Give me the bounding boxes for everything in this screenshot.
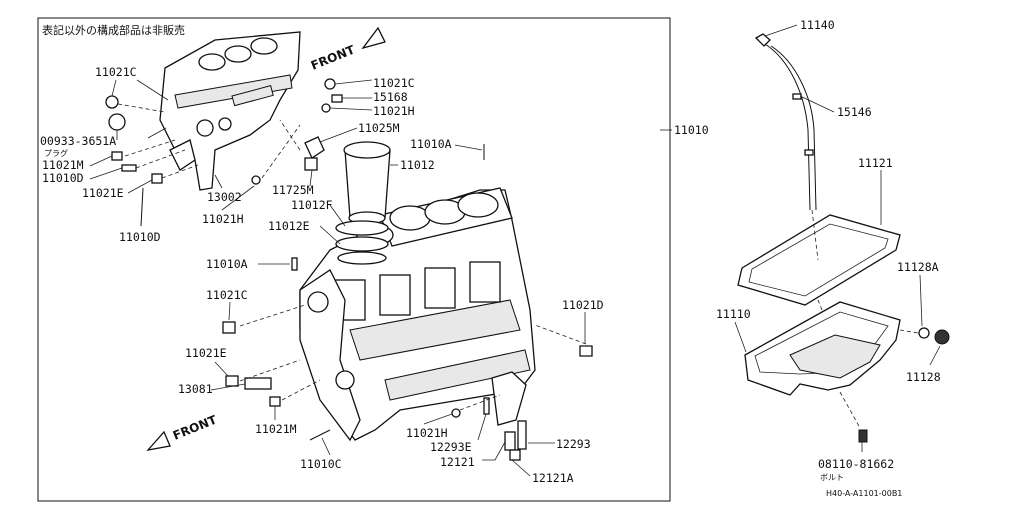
oil-pan-gasket-11121 [737, 214, 901, 306]
label-11128a: 11128A [897, 260, 939, 274]
label-12293e: 12293E [430, 440, 472, 454]
assembly-dashed-lines [117, 103, 919, 429]
pin-11010d-a [121, 164, 137, 172]
o-ring-11012e [335, 236, 389, 252]
label-15146: 15146 [837, 105, 872, 119]
label-11010d-b: 11010D [119, 230, 161, 244]
label-11012e: 11012E [268, 219, 310, 233]
pin-11021m-b [269, 396, 281, 407]
plug-11021h-b [251, 175, 261, 185]
bearing-cap-12293 [483, 371, 527, 461]
label-13002: 13002 [207, 190, 242, 204]
front-arrow-top-label: FRONT [309, 42, 358, 72]
label-00933-3651a: 00933-3651A [40, 134, 116, 148]
parts-note: 表記以外の構成部品は非販売 [42, 23, 185, 37]
pin-11021m-a [111, 151, 123, 161]
front-arrow-bottom: FRONT [146, 412, 220, 451]
plug-11021h-c [451, 408, 461, 418]
label-12121: 12121 [440, 455, 475, 469]
plug-11021c-c [222, 321, 236, 334]
o-ring-11012e-b [337, 251, 387, 265]
upper-block-assembly [159, 31, 301, 191]
cylinder-block-frame [37, 17, 671, 502]
washer-11128a [918, 327, 930, 339]
label-bolt: ボルト [820, 473, 844, 482]
plug-11021e-b [225, 375, 239, 387]
label-11012: 11012 [400, 158, 435, 172]
label-11025m: 11025M [358, 121, 400, 135]
oil-pan-11110 [744, 301, 901, 396]
label-11010a-a: 11010A [410, 137, 452, 151]
label-12293: 12293 [556, 437, 591, 451]
plug-00933 [108, 113, 126, 131]
label-11021c-a: 11021C [95, 65, 137, 79]
label-11021e-b: 11021E [185, 346, 227, 360]
label-11021c-b: 11021C [373, 76, 415, 90]
plug-11021c-a [105, 95, 119, 109]
leader-lines [89, 24, 941, 477]
label-11021h-c: 11021H [406, 426, 448, 440]
part-15168 [331, 94, 343, 103]
label-11010c: 11010C [300, 457, 342, 471]
bolt-08110 [858, 429, 868, 443]
plug-11021e-a [151, 173, 163, 184]
label-11110: 11110 [716, 307, 751, 321]
front-arrow-top: FRONT [309, 26, 386, 73]
cylinder-liner-11012 [343, 141, 391, 225]
dowel-11010d-b [140, 187, 144, 227]
label-plug: プラグ [44, 148, 68, 158]
label-11021m-b: 11021M [255, 422, 297, 436]
label-11121: 11121 [858, 156, 893, 170]
label-11021h-b: 11021H [202, 212, 244, 226]
label-12121a: 12121A [532, 471, 574, 485]
label-11010a-b: 11010A [206, 257, 248, 271]
label-11021h-a: 11021H [373, 104, 415, 118]
dowel-11010c [309, 429, 331, 441]
pipe-13081 [244, 377, 272, 390]
label-15168: 15168 [373, 90, 408, 104]
label-11021d: 11021D [562, 298, 604, 312]
sensor-11025m [304, 136, 325, 159]
label-11725m: 11725M [272, 183, 314, 197]
drawing-code: H40-A-A1101-00B1 [826, 489, 902, 498]
label-11012f: 11012F [291, 198, 333, 212]
switch-11725m [304, 157, 318, 171]
label-11021m-a: 11021M [42, 158, 84, 172]
label-11021e-a: 11021E [82, 186, 124, 200]
drain-plug-11128 [934, 329, 950, 345]
o-ring-11012f [335, 220, 389, 236]
label-11128: 11128 [906, 370, 941, 384]
label-11021c-c: 11021C [206, 288, 248, 302]
plug-11021h-a [321, 103, 331, 113]
dowel-11010a-b [291, 257, 298, 271]
dipstick-11140 [754, 33, 817, 211]
part-number-labels: 11021C 11021C 15168 11021H 00933-3651A プ… [40, 18, 941, 485]
plug-11021c-b [324, 78, 336, 90]
label-11010d-a: 11010D [42, 171, 84, 185]
label-13081: 13081 [178, 382, 213, 396]
front-arrow-bottom-label: FRONT [171, 412, 220, 442]
label-11010: 11010 [674, 123, 709, 137]
plug-11021d [579, 345, 593, 357]
label-11140: 11140 [800, 18, 835, 32]
label-08110-81662: 08110-81662 [818, 457, 894, 471]
